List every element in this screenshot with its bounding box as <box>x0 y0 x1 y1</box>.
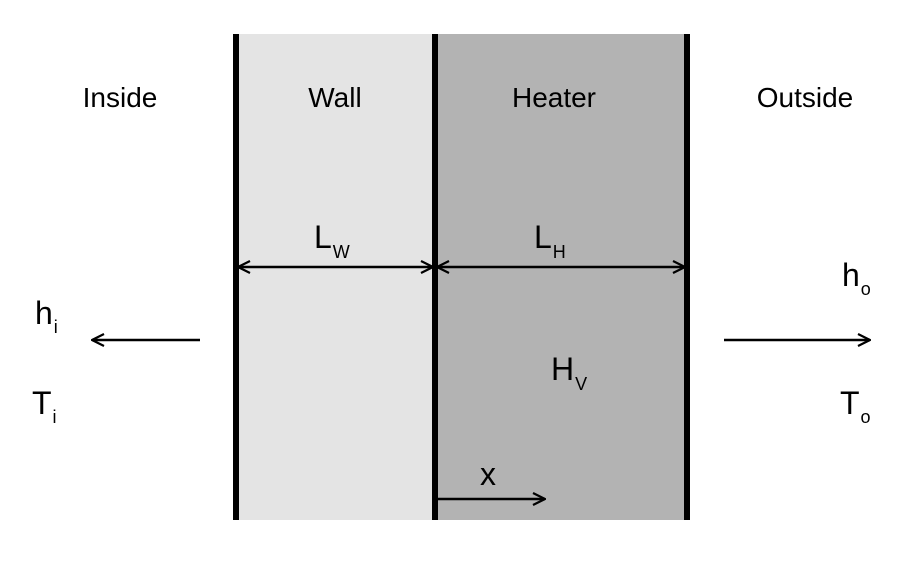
heater-thickness-label: LH <box>534 219 566 262</box>
outside-t-label: To <box>840 385 871 427</box>
outside-t-symbol: T <box>840 385 860 421</box>
outside-h-label: ho <box>842 257 871 299</box>
x-axis-label: x <box>480 456 496 492</box>
inside-h-symbol: h <box>35 295 53 331</box>
wall-label: Wall <box>308 82 361 113</box>
outside-h-subscript: o <box>861 279 871 299</box>
heat-generation-subscript: V <box>575 374 587 394</box>
heater-thickness-symbol: L <box>534 219 552 255</box>
wall-layer <box>236 34 435 520</box>
wall-thickness-label: LW <box>314 219 350 262</box>
inside-t-subscript: i <box>53 407 57 427</box>
inside-label: Inside <box>83 82 158 113</box>
heater-layer <box>435 34 687 520</box>
wall-thickness-symbol: L <box>314 219 332 255</box>
outside-t-subscript: o <box>861 407 871 427</box>
inside-h-subscript: i <box>54 317 58 337</box>
outside-h-symbol: h <box>842 257 860 293</box>
heater-label: Heater <box>512 82 596 113</box>
inside-t-symbol: T <box>32 385 52 421</box>
outside-label: Outside <box>757 82 854 113</box>
wall-thickness-subscript: W <box>333 242 350 262</box>
inside-h-label: hi <box>35 295 58 337</box>
heat-generation-label: HV <box>551 351 587 394</box>
heater-thickness-subscript: H <box>553 242 566 262</box>
inside-t-label: Ti <box>32 385 57 427</box>
heat-generation-symbol: H <box>551 351 574 387</box>
